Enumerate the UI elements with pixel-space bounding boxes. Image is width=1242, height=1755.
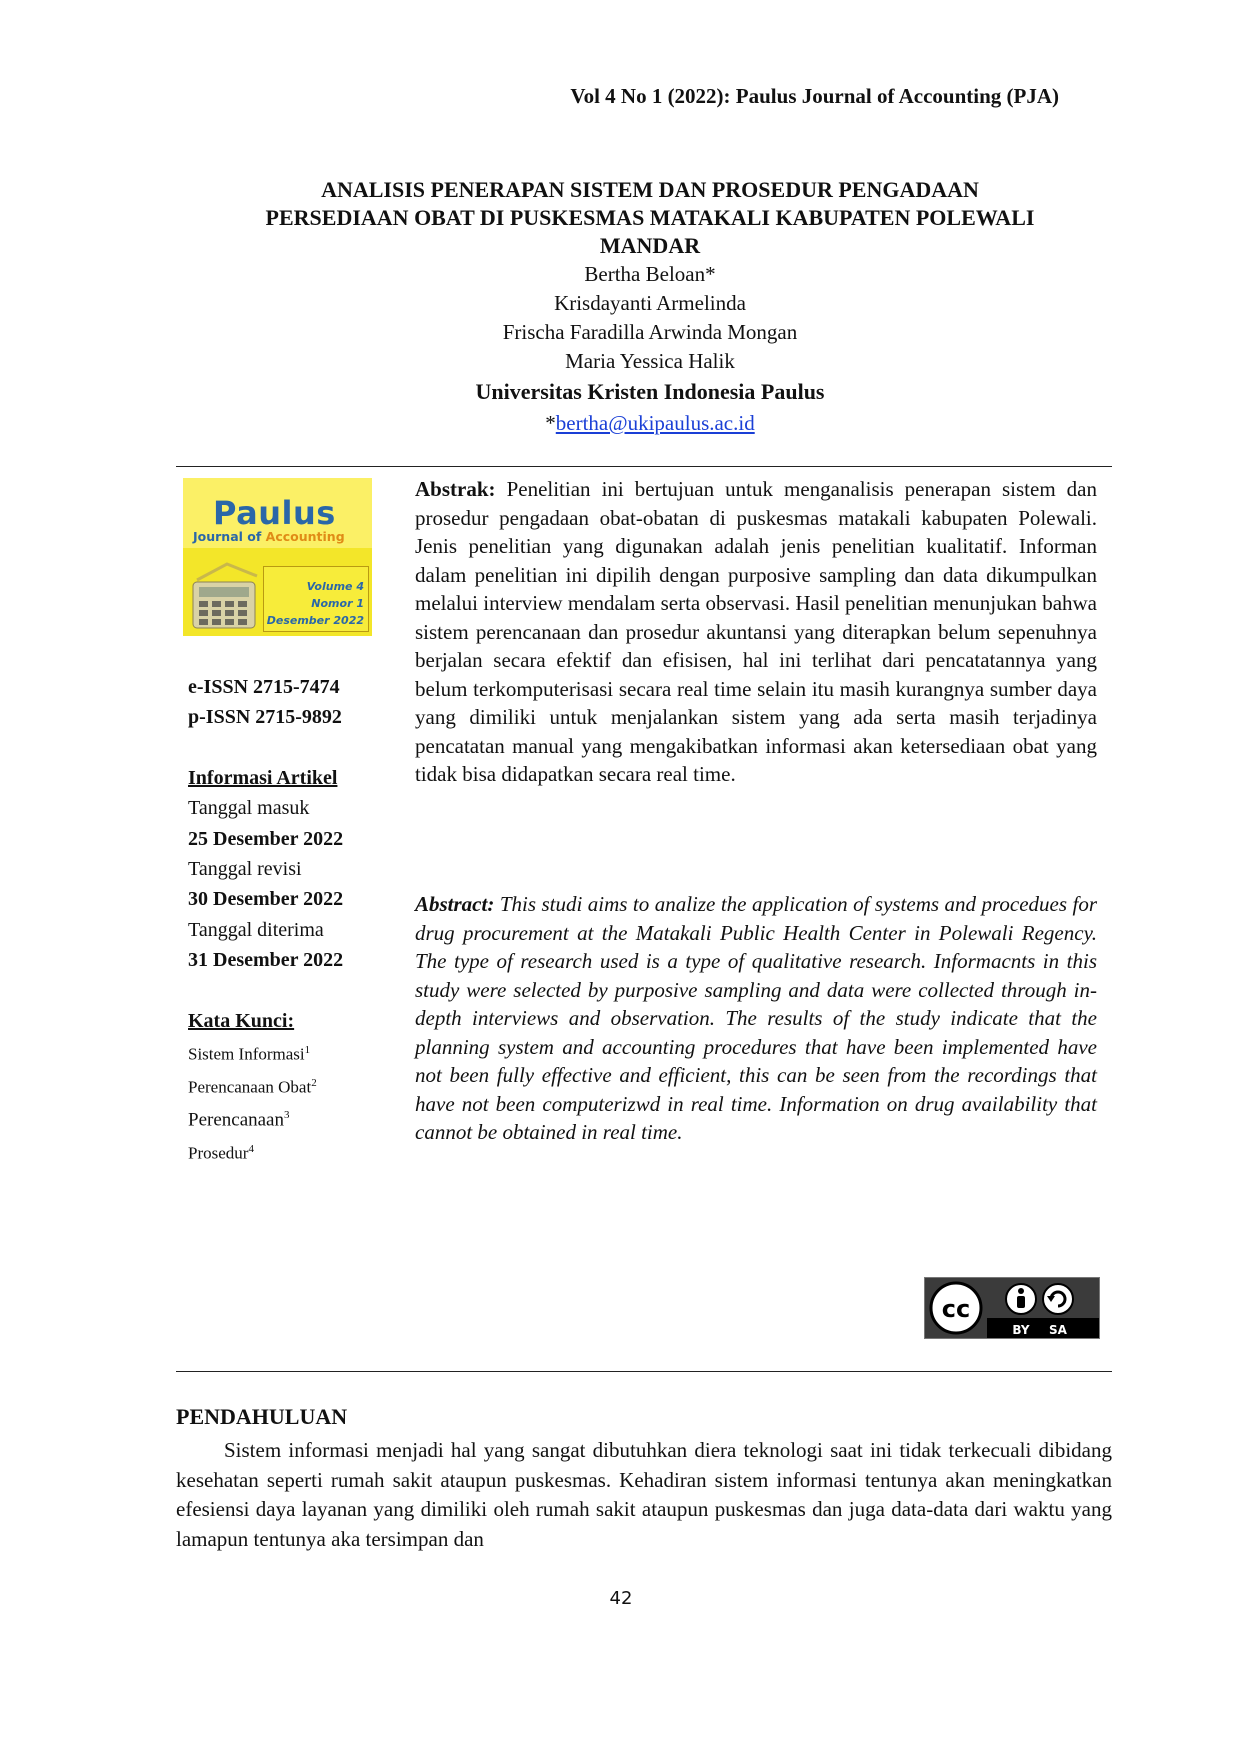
running-head: Vol 4 No 1 (2022): Paulus Journal of Acc… [570,84,1059,108]
article-info-heading: Informasi Artikel [188,766,338,789]
cc-icon [929,1281,983,1335]
svg-text:cc: cc [942,1295,970,1323]
abstract-english: Abstract: This studi aims to analize the… [415,890,1097,1147]
bottom-divider [176,1371,1112,1372]
revised-label: Tanggal revisi [188,858,302,881]
cover-volume-info: Volume 4 Nomor 1 Desember 2022 [266,580,364,627]
corresponding-email: *bertha@ukipaulus.ac.id [176,408,1124,438]
share-alike-icon [1042,1283,1074,1315]
author-name: Bertha Beloan* [584,262,716,286]
sa-label: SA [1049,1323,1068,1337]
revised-date: 30 Desember 2022 [188,888,344,911]
cover-volume-box [263,566,369,632]
abstract-indonesian: Abstrak: Penelitian ini bertujuan untuk … [415,475,1097,789]
intro-paragraph: Sistem informasi menjadi hal yang sangat… [176,1438,1112,1551]
page-number: 42 [609,1588,633,1609]
abstract-label: Abstrak: [415,477,496,501]
affiliation: Universitas Kristen Indonesia Paulus [475,379,825,404]
received-label: Tanggal masuk [188,797,310,820]
keyword-item: Sistem Informasi1 [188,1044,311,1064]
title-line: MANDAR [599,233,701,258]
abstract-text: Penelitian ini bertujuan untuk menganali… [415,477,1098,786]
calculator-icon [192,562,258,629]
keywords-heading: Kata Kunci: [188,1009,295,1032]
email-link[interactable]: bertha@ukipaulus.ac.id [555,411,755,435]
journal-cover-image: Paulus Journal of Accounting Volume 4 No… [183,478,372,636]
pissn: p-ISSN 2715-9892 [188,706,342,729]
cover-brand: Paulus [213,494,336,532]
title-line: ANALISIS PENERAPAN SISTEM DAN PROSEDUR P… [321,177,979,202]
accepted-date: 31 Desember 2022 [188,949,344,972]
keyword-item: Perencanaan Obat2 [188,1076,317,1097]
cover-banner [183,478,372,548]
author-name: Krisdayanti Armelinda [554,291,746,315]
keyword-item: Prosedur4 [188,1142,254,1163]
title-line: PERSEDIAAN OBAT DI PUSKESMAS MATAKALI KA… [265,205,1035,230]
accepted-label: Tanggal diterima [188,918,324,941]
cover-subtitle: Journal of Accounting [193,529,345,544]
by-label: BY [1012,1323,1029,1337]
received-date: 25 Desember 2022 [188,827,344,850]
top-divider [176,466,1112,467]
cc-by-sa-badge: cc BY SA [924,1277,1100,1339]
section-heading: PENDAHULUAN [176,1404,348,1429]
article-sidebar: e-ISSN 2715-7474 p-ISSN 2715-9892 Inform… [188,672,388,1167]
email-prefix: * [545,411,556,435]
eissn: e-ISSN 2715-7474 [188,676,340,698]
author-name: Frischa Faradilla Arwinda Mongan [502,320,798,344]
title-block: ANALISIS PENERAPAN SISTEM DAN PROSEDUR P… [176,176,1124,438]
abstract-text: This studi aims to analize the applicati… [415,892,1097,1144]
abstract-label: Abstract: [415,892,495,916]
article-title: ANALISIS PENERAPAN SISTEM DAN PROSEDUR P… [176,176,1124,260]
keyword-item: Perencanaan3 [188,1109,290,1131]
author-name: Maria Yessica Halik [565,349,735,373]
